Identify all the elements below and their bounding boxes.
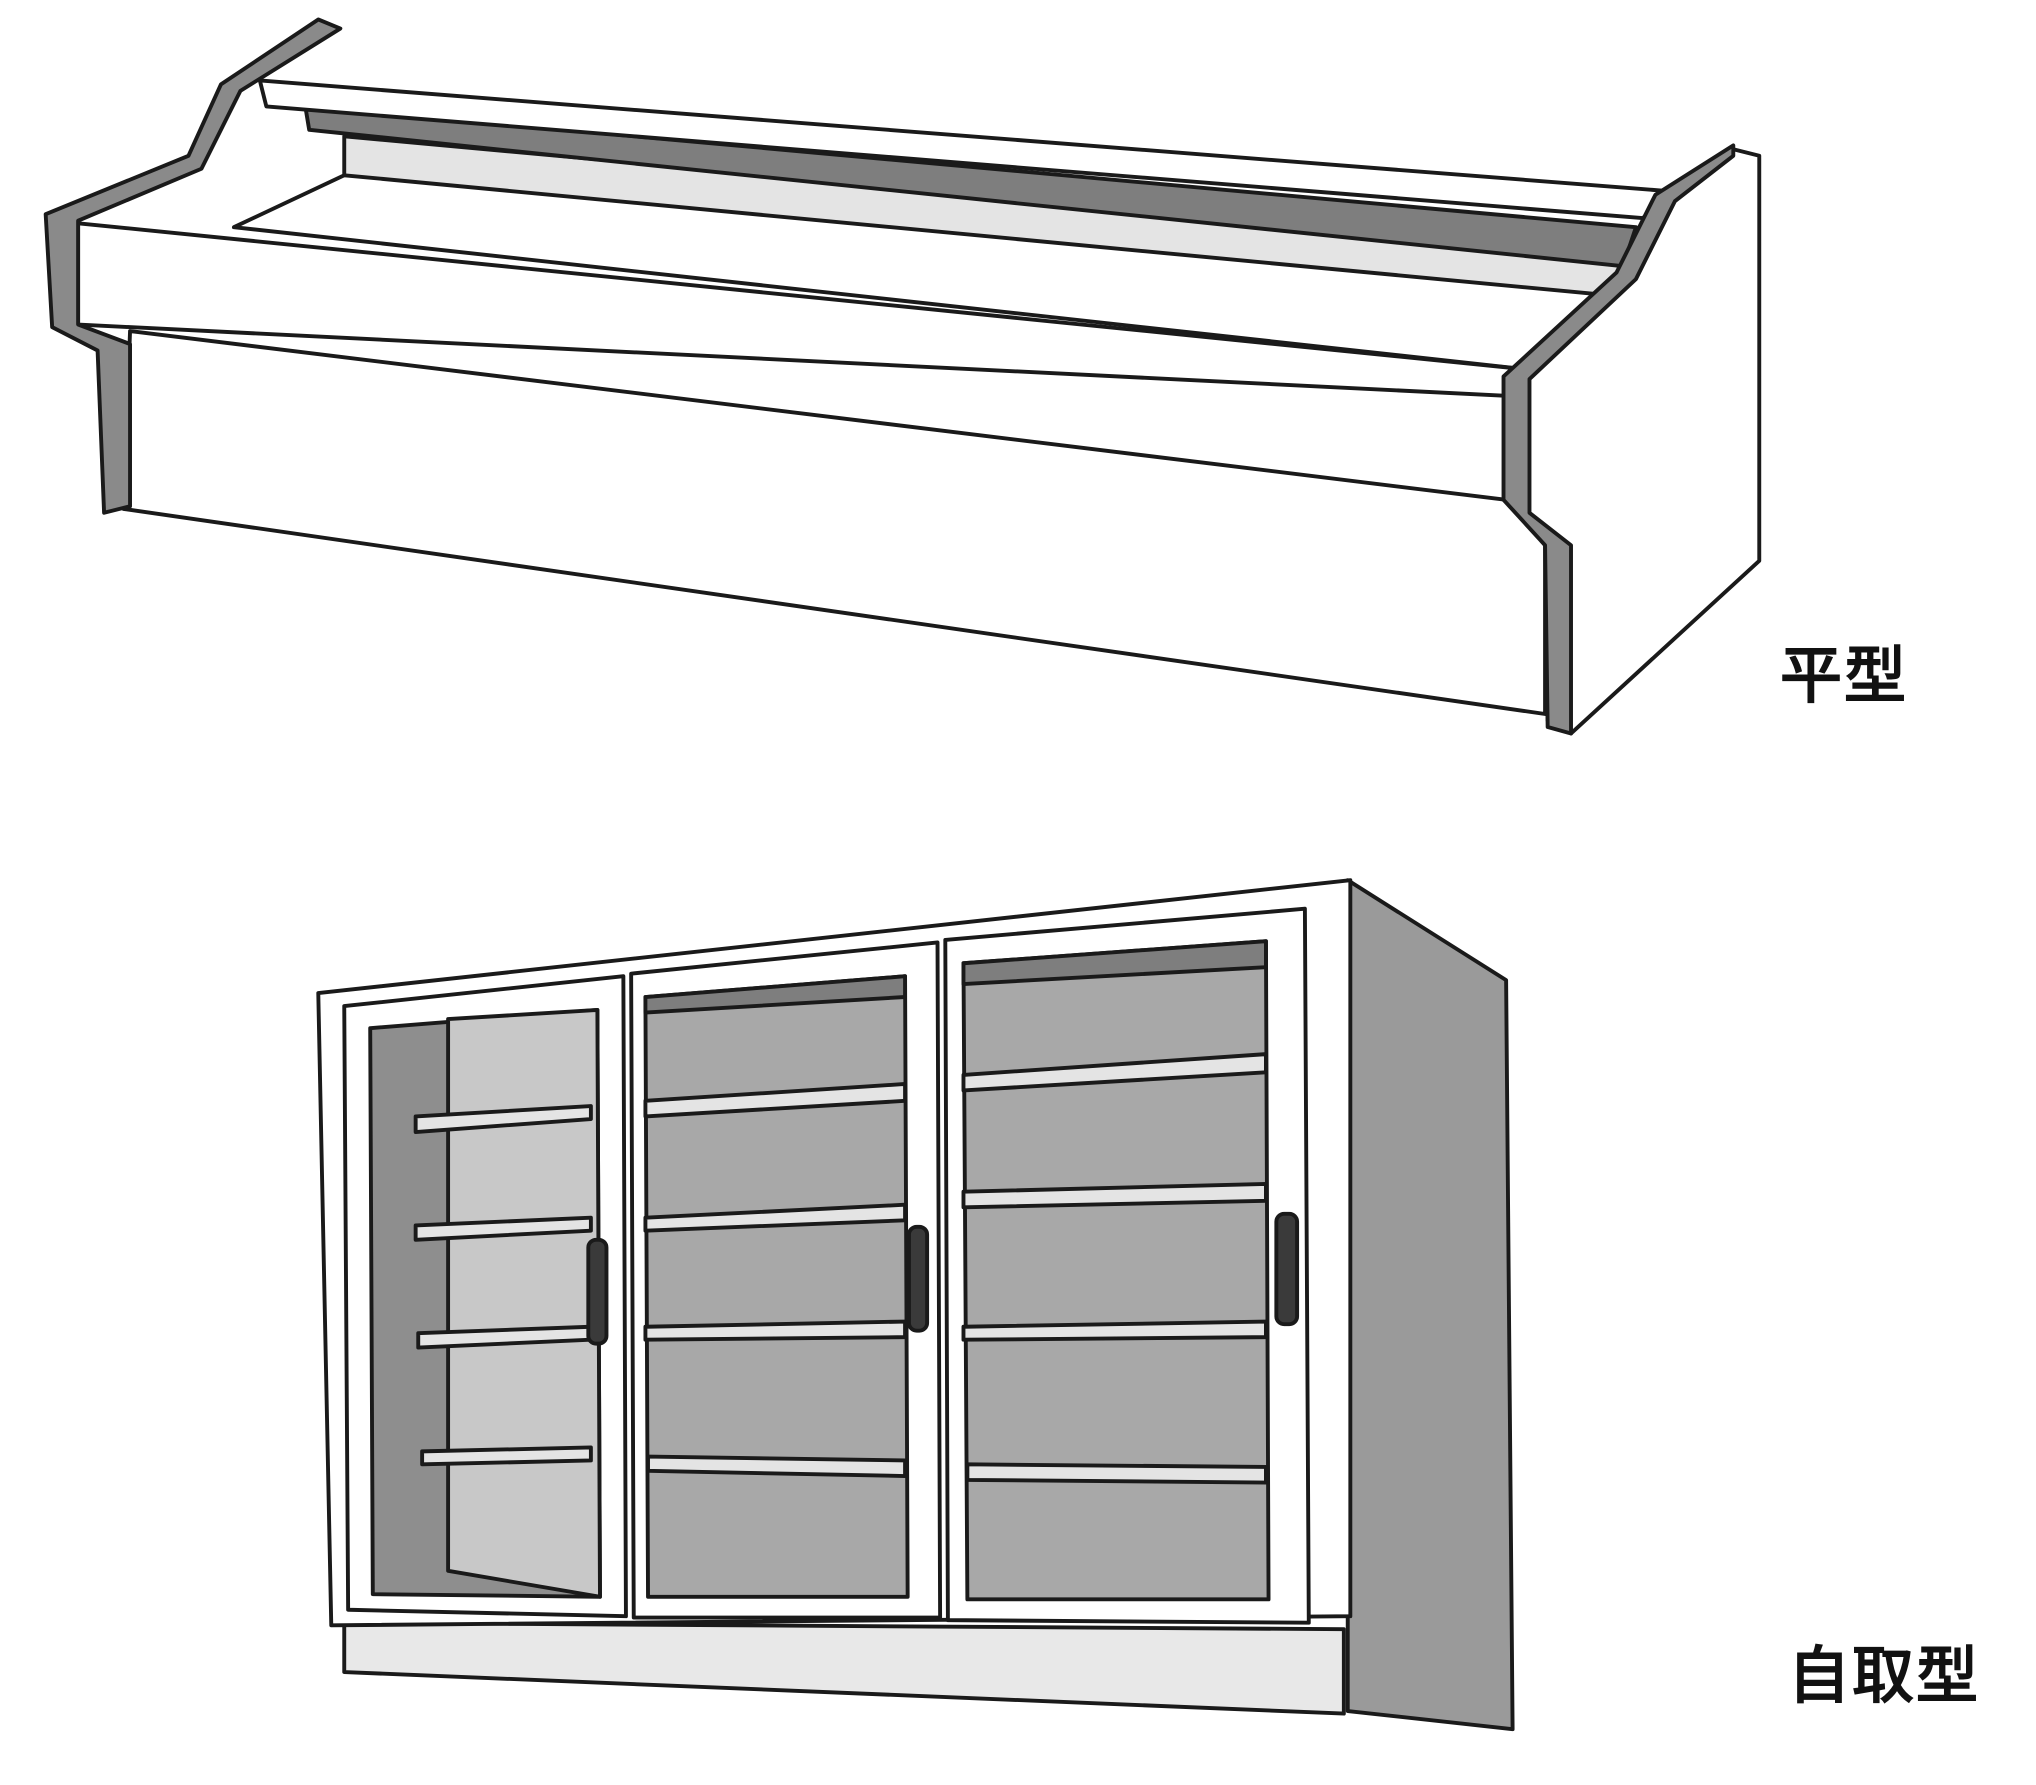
flat-type-label: 平型 [1780,639,1909,712]
shelf [961,1181,1268,1210]
right-end-panel-edge [1501,143,1736,736]
shelf [961,1052,1268,1093]
door-left-side-wall [446,1008,602,1599]
left-end-panel-edge [43,17,343,515]
shelf [413,1104,593,1134]
self-service-cabinet [316,878,1515,1732]
shelf [961,1319,1268,1342]
base-plinth [342,1620,1346,1716]
shelf [965,1462,1268,1485]
door-handle[interactable] [1274,1211,1300,1327]
door-right-interior [961,939,1271,1602]
door-handle[interactable] [586,1237,609,1346]
shelf [643,1202,908,1233]
top-panel-dark [643,974,908,1015]
flat-display-cabinet [43,17,1762,736]
shelves [413,939,1268,1485]
shelf [413,1215,593,1242]
shelf [643,1319,908,1342]
shelf [420,1445,593,1467]
door-handle[interactable] [907,1224,930,1333]
door-middle-interior [643,974,910,1599]
shelf [646,1454,908,1478]
self-service-type-label: 自取型 [1788,1639,1981,1712]
side-panel [1345,878,1515,1732]
shelf [643,1082,908,1119]
top-panel-dark [961,939,1268,986]
